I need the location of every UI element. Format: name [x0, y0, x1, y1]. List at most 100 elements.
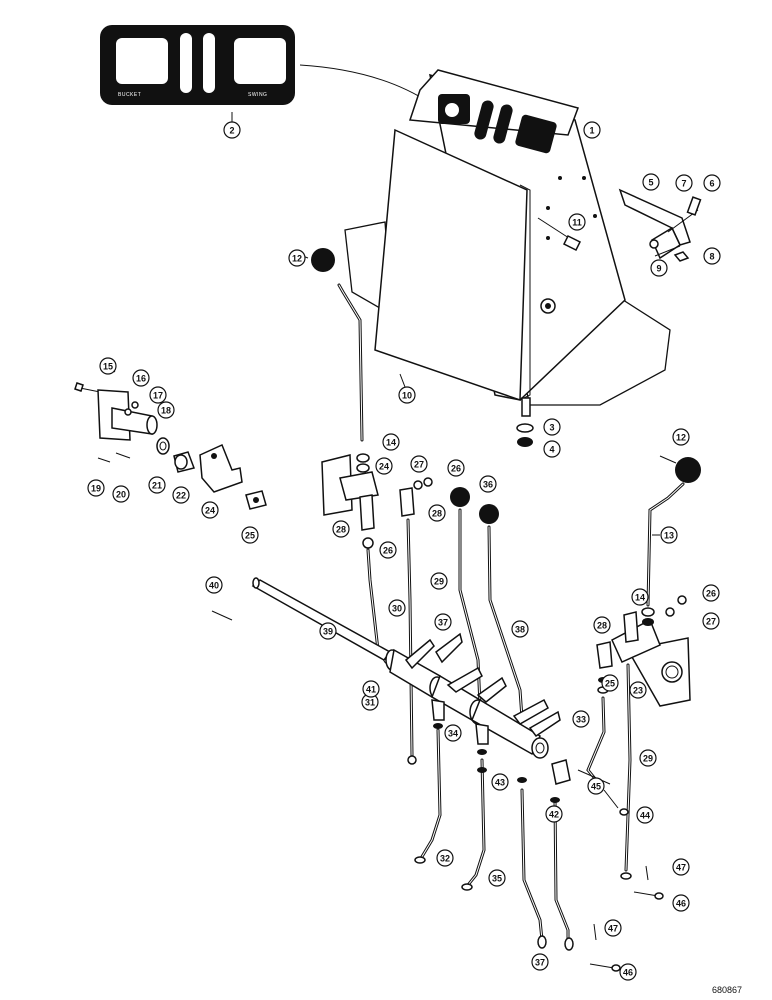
- linkage-left: [321, 453, 433, 549]
- callout-21: 21: [148, 476, 166, 494]
- callout-number: 29: [643, 754, 653, 764]
- callout-28: 28: [593, 616, 611, 634]
- control-shaft: [211, 577, 571, 785]
- callout-number: 1: [589, 126, 594, 136]
- callout-number: 6: [709, 179, 714, 189]
- callout-number: 9: [656, 264, 661, 274]
- callout-42: 42: [545, 805, 563, 823]
- control-decal: BUCKET SWING: [100, 25, 295, 105]
- washer-icon: [516, 423, 534, 433]
- callout-47: 47: [672, 858, 690, 876]
- callout-26: 26: [702, 584, 720, 602]
- callout-number: 11: [572, 218, 582, 228]
- callout-1: 1: [583, 121, 601, 139]
- callout-number: 24: [379, 462, 389, 472]
- callout-number: 22: [176, 491, 186, 501]
- callout-number: 21: [152, 481, 162, 491]
- callout-number: 4: [549, 445, 554, 455]
- decal-label-right: SWING: [248, 92, 267, 98]
- callout-number: 33: [576, 715, 586, 725]
- callout-number: 45: [591, 782, 601, 792]
- callout-33: 33: [572, 710, 590, 728]
- callout-number: 25: [245, 531, 255, 541]
- callout-14: 14: [382, 433, 400, 451]
- callout-13: 13: [660, 526, 678, 544]
- callout-17: 17: [149, 386, 167, 404]
- callout-number: 5: [648, 178, 653, 188]
- callout-15: 15: [99, 357, 117, 375]
- knob-icon: [479, 504, 499, 524]
- callout-16: 16: [132, 369, 150, 387]
- callout-number: 43: [495, 778, 505, 788]
- callout-19: 19: [87, 479, 105, 497]
- callout-number: 28: [336, 525, 346, 535]
- callout-number: 28: [432, 509, 442, 519]
- callout-25: 25: [601, 674, 619, 692]
- callout-number: 27: [706, 617, 716, 627]
- knob-icon: [450, 487, 470, 507]
- callout-number: 47: [608, 924, 618, 934]
- callout-number: 19: [91, 484, 101, 494]
- callout-number: 37: [535, 958, 545, 968]
- callout-number: 40: [209, 581, 219, 591]
- callout-8: 8: [703, 247, 721, 265]
- callout-44: 44: [636, 806, 654, 824]
- callout-number: 14: [635, 593, 645, 603]
- decal-label-left: BUCKET: [118, 92, 141, 98]
- callout-number: 25: [605, 679, 615, 689]
- callout-26: 26: [379, 541, 397, 559]
- callout-number: 17: [153, 391, 163, 401]
- callout-number: 46: [676, 899, 686, 909]
- callout-number: 3: [549, 423, 554, 433]
- knob-icon: [311, 248, 335, 272]
- callout-38: 38: [511, 620, 529, 638]
- callout-18: 18: [157, 401, 175, 419]
- callout-number: 7: [681, 179, 686, 189]
- callout-number: 44: [640, 811, 650, 821]
- callout-number: 36: [483, 480, 493, 490]
- callout-number: 37: [438, 618, 448, 628]
- callout-34: 34: [444, 724, 462, 742]
- callout-number: 42: [549, 810, 559, 820]
- callout-6: 6: [703, 174, 721, 192]
- callout-number: 10: [402, 391, 412, 401]
- callout-35: 35: [488, 869, 506, 887]
- callout-37: 37: [434, 613, 452, 631]
- callout-number: 12: [292, 254, 302, 264]
- callout-9: 9: [650, 259, 668, 277]
- callout-number: 41: [366, 685, 376, 695]
- callout-number: 30: [392, 604, 402, 614]
- callout-37: 37: [531, 953, 549, 971]
- callout-10: 10: [398, 386, 416, 404]
- callout-number: 20: [116, 490, 126, 500]
- callout-43: 43: [491, 773, 509, 791]
- callout-24: 24: [201, 501, 219, 519]
- callout-28: 28: [428, 504, 446, 522]
- callout-14: 14: [631, 588, 649, 606]
- callout-27: 27: [410, 455, 428, 473]
- callout-25: 25: [241, 526, 259, 544]
- callout-41: 41: [362, 680, 380, 698]
- callout-number: 14: [386, 438, 396, 448]
- callout-26: 26: [447, 459, 465, 477]
- callout-number: 28: [597, 621, 607, 631]
- decal-arrow: [299, 64, 431, 104]
- callout-number: 18: [161, 406, 171, 416]
- callout-number: 38: [515, 625, 525, 635]
- callout-29: 29: [430, 572, 448, 590]
- callout-number: 2: [229, 126, 234, 136]
- callout-39: 39: [319, 622, 337, 640]
- control-console: [344, 69, 671, 417]
- callout-number: 16: [136, 374, 146, 384]
- control-lever-right: [646, 482, 685, 607]
- callout-2: 2: [223, 121, 241, 139]
- callout-number: 24: [205, 506, 215, 516]
- pivot-assembly-left: [74, 382, 267, 510]
- callout-number: 47: [676, 863, 686, 873]
- callout-number: 27: [414, 460, 424, 470]
- callout-number: 46: [623, 968, 633, 978]
- callout-number: 13: [664, 531, 674, 541]
- linkage-right: [577, 595, 691, 972]
- callout-number: 29: [434, 577, 444, 587]
